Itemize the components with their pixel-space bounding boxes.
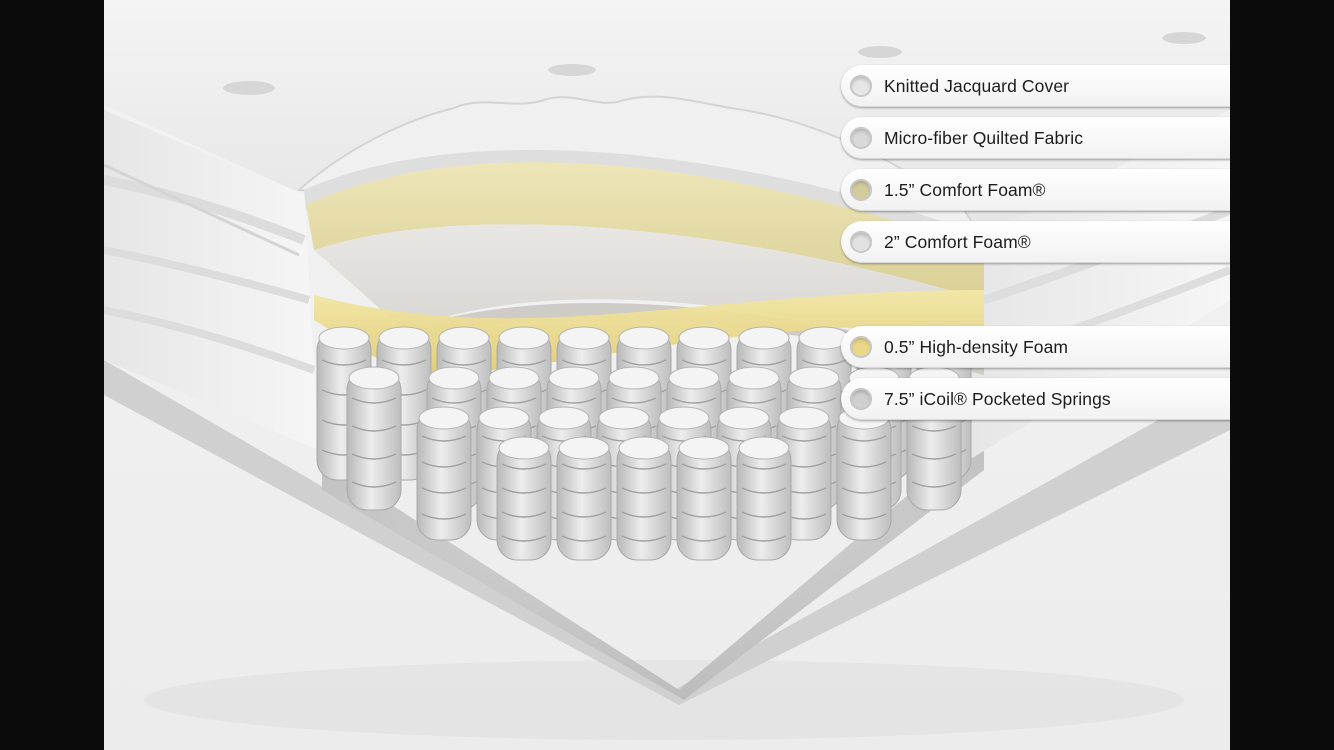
legend-label: 1.5” Comfort Foam® [884, 179, 1046, 200]
legend-label: 2” Comfort Foam® [884, 231, 1031, 252]
pocket-coil [496, 436, 552, 561]
swatch-icon [850, 231, 872, 253]
pocket-coil [736, 436, 792, 561]
mattress-cutaway-illustration [104, 0, 1230, 740]
pocket-coil [346, 366, 402, 511]
legend-row-3: 1.5” Comfort Foam® [841, 169, 1230, 211]
legend-row-2: Micro-fiber Quilted Fabric [841, 117, 1230, 159]
swatch-icon [850, 127, 872, 149]
legend-row-4: 2” Comfort Foam® [841, 221, 1230, 263]
product-image: Knitted Jacquard Cover Micro-fiber Quilt… [104, 0, 1230, 750]
swatch-icon [850, 336, 872, 358]
pocket-coil [556, 436, 612, 561]
pocket-coil [676, 436, 732, 561]
pocket-coil [416, 406, 472, 541]
pocket-coil [836, 406, 892, 541]
pocketed-coils [316, 326, 972, 561]
swatch-icon [850, 179, 872, 201]
legend-label: Knitted Jacquard Cover [884, 75, 1070, 96]
legend-label: 7.5” iCoil® Pocketed Springs [884, 388, 1111, 409]
legend-row-1: Knitted Jacquard Cover [841, 65, 1230, 107]
pocket-coil [616, 436, 672, 561]
legend-row-6: 7.5” iCoil® Pocketed Springs [841, 378, 1230, 420]
swatch-icon [850, 75, 872, 97]
legend-row-5: 0.5” High-density Foam [841, 326, 1230, 368]
legend-label: 0.5” High-density Foam [884, 336, 1069, 357]
legend-label: Micro-fiber Quilted Fabric [884, 127, 1084, 148]
swatch-icon [850, 388, 872, 410]
